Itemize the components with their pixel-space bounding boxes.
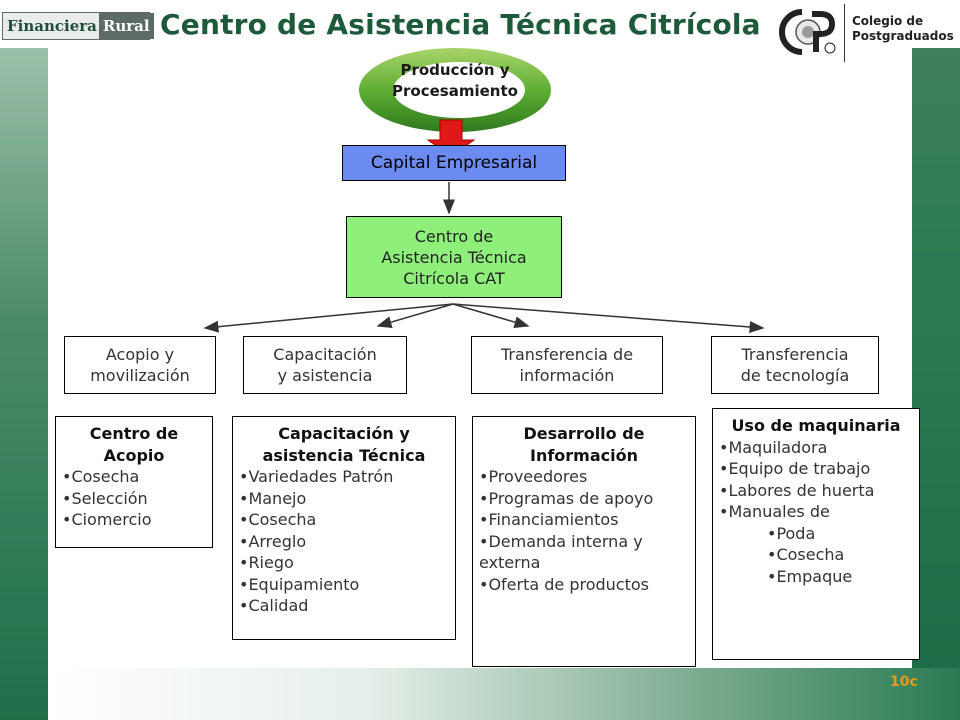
branch-tecnologia-line-1: Transferencia: [741, 345, 849, 364]
cat-line-1: Centro de: [414, 226, 494, 246]
detail-capacitacion-item: Manejo: [239, 488, 449, 510]
detail-acopio-head-1: Centro de: [89, 424, 179, 443]
branch-informacion-line-2: información: [519, 366, 615, 385]
detail-informacion-item: Oferta de productos: [479, 574, 689, 596]
logo-left-text-1: Financiera: [7, 17, 97, 35]
detail-tecnologia-box: Uso de maquinaria Maquiladora Equipo de …: [712, 408, 920, 660]
detail-capacitacion-item: Equipamiento: [239, 574, 449, 596]
cat-center-box: Centro de Asistencia Técnica Citrícola C…: [346, 216, 562, 298]
detail-acopio-box: Centro de Acopio Cosecha Selección Ciome…: [55, 416, 213, 548]
detail-tecnologia-head: Uso de maquinaria: [731, 416, 901, 435]
cat-line-3: Citrícola CAT: [403, 268, 505, 288]
production-line-2: Procesamiento: [392, 82, 518, 100]
detail-informacion-head-2: Información: [529, 445, 638, 465]
slide-number: 10c: [890, 674, 918, 690]
detail-acopio-item: Selección: [62, 488, 206, 510]
bottom-decor-band: [48, 668, 960, 720]
branch-informacion-line-1: Transferencia de: [500, 345, 634, 364]
production-node-label: Producción y Procesamiento: [358, 60, 552, 102]
detail-acopio-item: Cosecha: [62, 466, 206, 488]
branch-acopio-line-1: Acopio y: [105, 345, 175, 364]
detail-informacion-box: Desarrollo de Información Proveedores Pr…: [472, 416, 696, 667]
production-line-1: Producción y: [400, 61, 510, 79]
cat-line-2: Asistencia Técnica: [381, 247, 527, 267]
detail-informacion-item: Financiamientos: [479, 509, 689, 531]
branch-capacitacion-box: Capacitación y asistencia: [243, 336, 407, 394]
detail-informacion-item: Proveedores: [479, 466, 689, 488]
logo-right-text: Colegio de Postgraduados: [852, 14, 954, 44]
right-decor-band: [912, 48, 960, 668]
branch-tecnologia-line-2: de tecnología: [740, 366, 850, 385]
detail-capacitacion-head-1: Capacitación y: [278, 424, 410, 443]
branch-capacitacion-line-2: y asistencia: [277, 366, 373, 385]
detail-informacion-item: Programas de apoyo: [479, 488, 689, 510]
branch-capacitacion-line-1: Capacitación: [273, 345, 377, 364]
cat-to-informacion-arrow: [452, 303, 530, 328]
page-title: Centro de Asistencia Técnica Citrícola: [160, 8, 761, 41]
detail-capacitacion-item: Cosecha: [239, 509, 449, 531]
colegio-postgraduados-logo-icon: [779, 9, 836, 55]
detail-tecnologia-subitem: Cosecha: [719, 544, 913, 566]
financiera-rural-logo: Financiera Rural: [2, 12, 154, 40]
logo-right-line-2: Postgraduados: [852, 29, 954, 43]
capital-empresarial-box: Capital Empresarial: [342, 145, 566, 181]
detail-informacion-item: Demanda interna y externa: [479, 531, 689, 574]
detail-tecnologia-subitem: Empaque: [719, 566, 913, 588]
detail-acopio-head-2: Acopio: [103, 445, 165, 465]
detail-tecnologia-item: Labores de huerta: [719, 480, 913, 502]
logo-right-line-1: Colegio de: [852, 14, 924, 28]
logo-divider: [844, 4, 845, 62]
detail-capacitacion-item: Arreglo: [239, 531, 449, 553]
cat-to-tecnologia-arrow: [452, 303, 765, 333]
branch-acopio-line-2: movilización: [90, 366, 190, 385]
left-decor-band: [0, 0, 48, 720]
detail-acopio-item: Ciomercio: [62, 509, 206, 531]
branch-tecnologia-box: Transferencia de tecnología: [711, 336, 879, 394]
logo-left-text-2: Rural: [98, 13, 154, 39]
detail-capacitacion-item: Calidad: [239, 595, 449, 617]
cat-to-acopio-arrow: [203, 303, 454, 333]
branch-acopio-box: Acopio y movilización: [64, 336, 216, 394]
detail-informacion-head-1: Desarrollo de: [523, 424, 645, 443]
detail-tecnologia-item: Manuales de: [719, 501, 913, 523]
detail-capacitacion-box: Capacitación y asistencia Técnica Varied…: [232, 416, 456, 640]
detail-capacitacion-item: Variedades Patrón: [239, 466, 449, 488]
cat-to-capacitacion-arrow: [376, 303, 454, 328]
detail-capacitacion-head-2: asistencia Técnica: [262, 445, 426, 465]
detail-tecnologia-item: Equipo de trabajo: [719, 458, 913, 480]
branch-informacion-box: Transferencia de información: [471, 336, 663, 394]
detail-tecnologia-item: Maquiladora: [719, 437, 913, 459]
detail-capacitacion-item: Riego: [239, 552, 449, 574]
detail-tecnologia-subitem: Poda: [719, 523, 913, 545]
